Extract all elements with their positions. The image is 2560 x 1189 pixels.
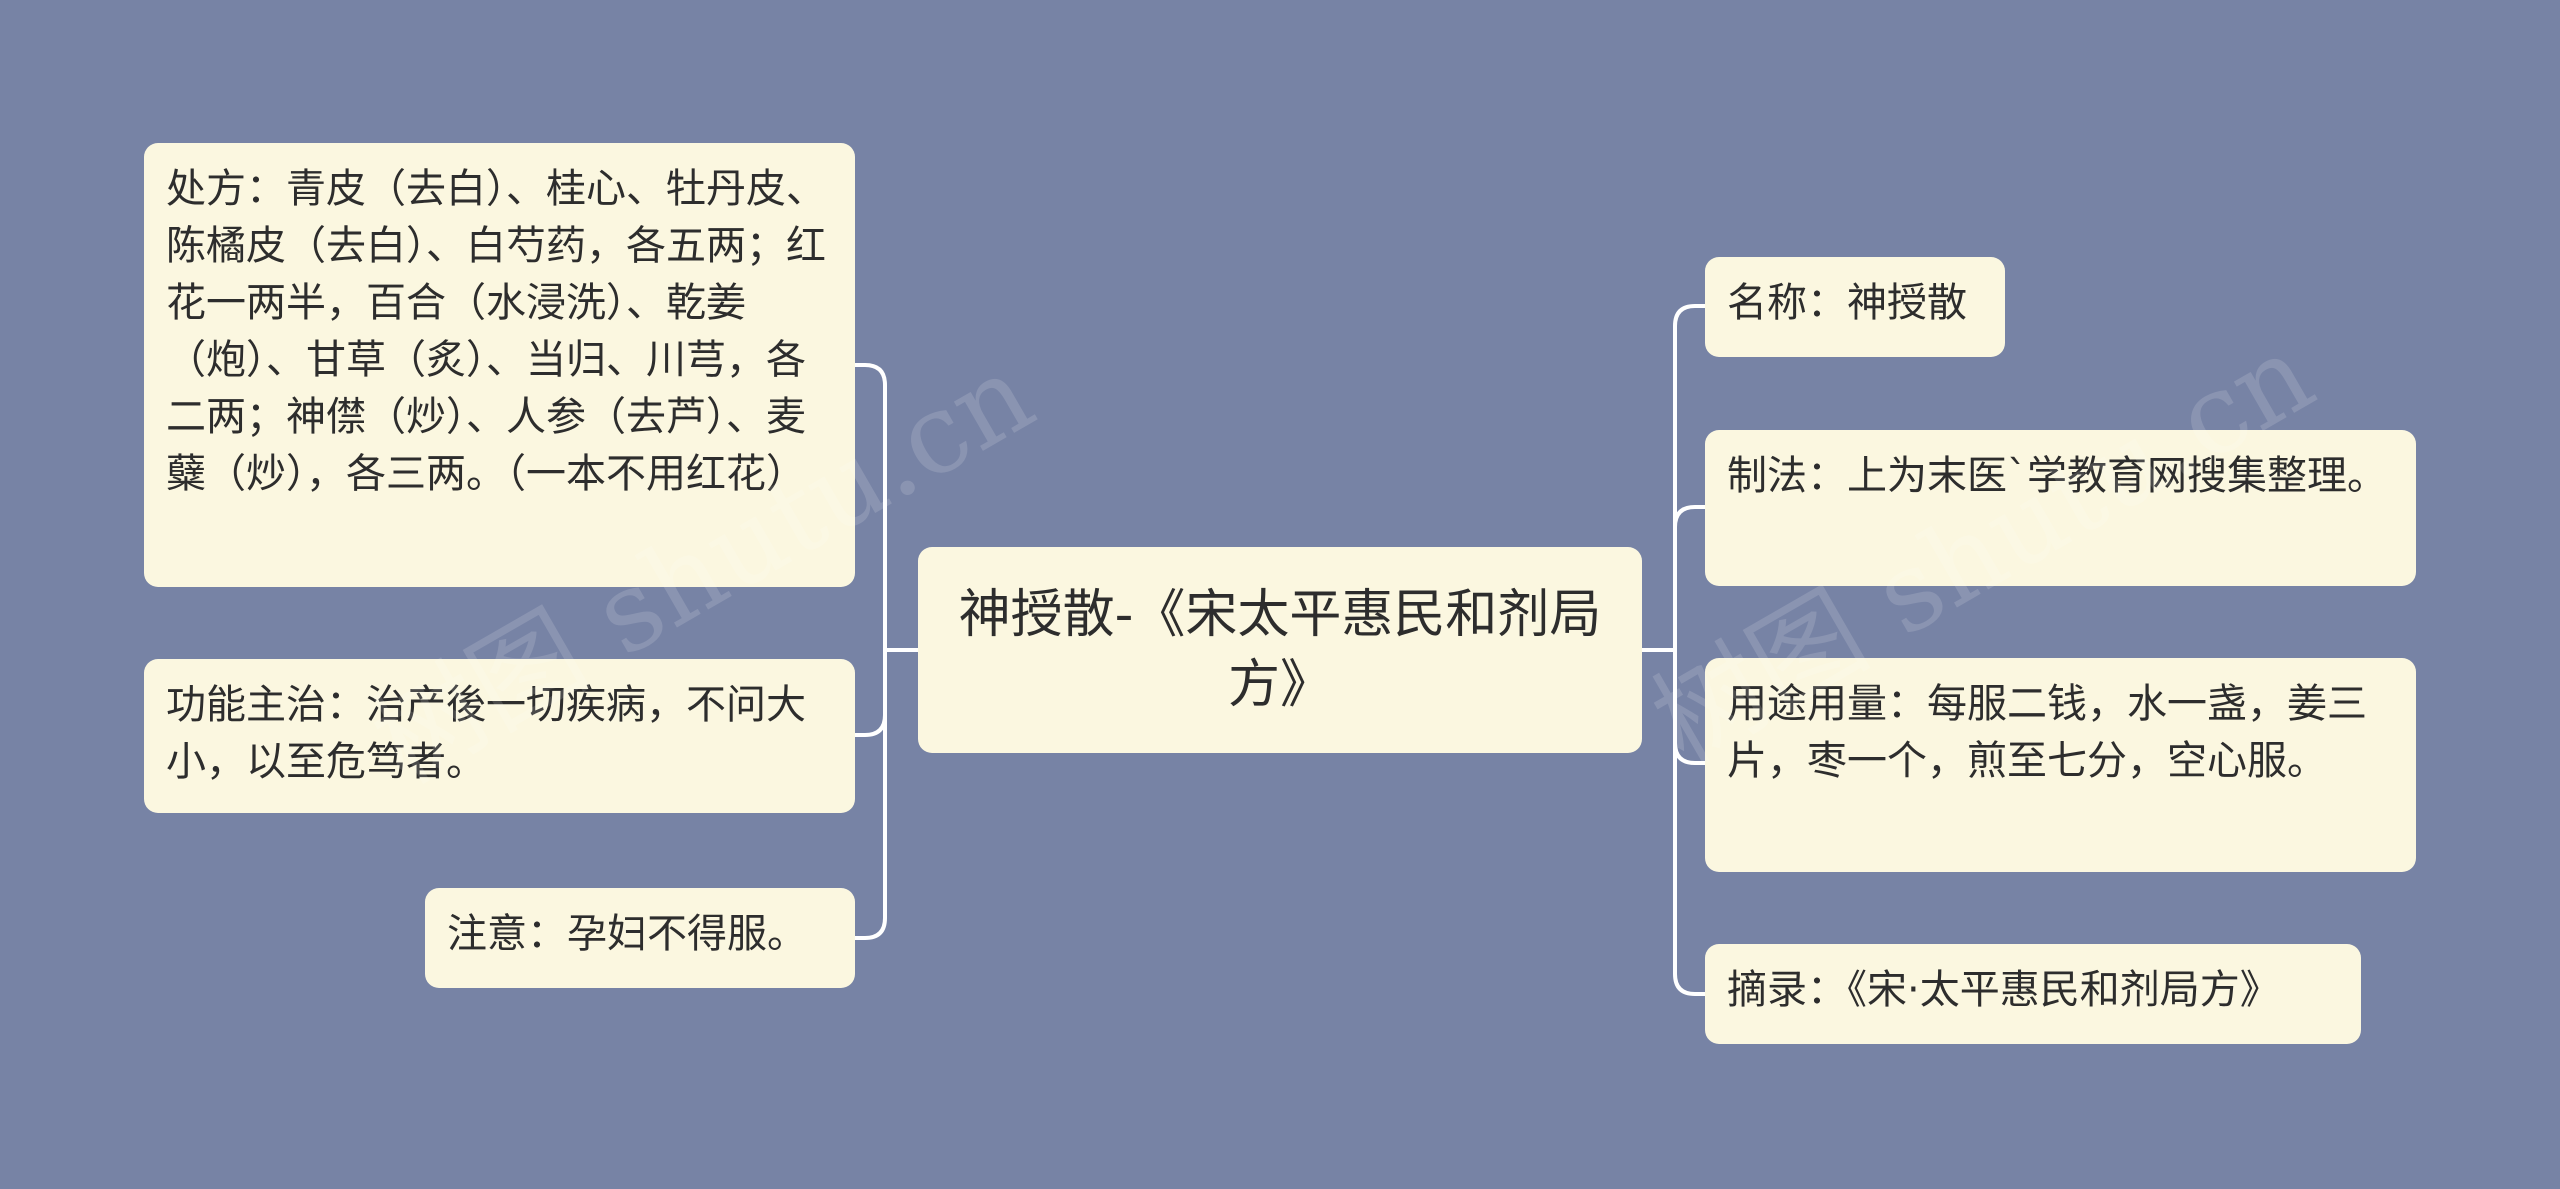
connector-right-2 xyxy=(1673,505,1707,652)
node-caution[interactable]: 注意：孕妇不得服。 xyxy=(425,888,855,988)
connector-right-1 xyxy=(1673,304,1707,652)
node-usage-dosage[interactable]: 用途用量：每服二钱，水一盏，姜三片，枣一个，煎至七分，空心服。 xyxy=(1705,658,2416,872)
central-topic[interactable]: 神授散-《宋太平惠民和剂局方》 xyxy=(918,547,1642,753)
connector-right-4 xyxy=(1673,741,1707,996)
node-usage-dosage-text: 用途用量：每服二钱，水一盏，姜三片，枣一个，煎至七分，空心服。 xyxy=(1727,681,2367,784)
node-indications-text: 功能主治：治产後一切疾病，不问大小，以至危笃者。 xyxy=(166,682,806,785)
node-preparation-text: 制法：上为末医`学教育网搜集整理。 xyxy=(1727,453,2387,499)
node-caution-text: 注意：孕妇不得服。 xyxy=(447,911,807,957)
central-topic-text: 神授散-《宋太平惠民和剂局方》 xyxy=(958,585,1602,715)
connector-left-1 xyxy=(853,363,887,652)
node-preparation[interactable]: 制法：上为末医`学教育网搜集整理。 xyxy=(1705,430,2416,586)
connector-left-3 xyxy=(853,713,887,940)
node-name[interactable]: 名称：神授散 xyxy=(1705,257,2005,357)
node-source[interactable]: 摘录：《宋·太平惠民和剂局方》 xyxy=(1705,944,2361,1044)
node-prescription-text: 处方：青皮（去白）、桂心、牡丹皮、陈橘皮（去白）、白芍药，各五两；红花一两半，百… xyxy=(166,166,826,497)
node-name-text: 名称：神授散 xyxy=(1727,280,1967,326)
node-indications[interactable]: 功能主治：治产後一切疾病，不问大小，以至危笃者。 xyxy=(144,659,855,813)
connector-left-2 xyxy=(853,648,887,737)
node-prescription[interactable]: 处方：青皮（去白）、桂心、牡丹皮、陈橘皮（去白）、白芍药，各五两；红花一两半，百… xyxy=(144,143,855,587)
connector-right-3 xyxy=(1673,648,1707,765)
node-source-text: 摘录：《宋·太平惠民和剂局方》 xyxy=(1727,967,2280,1013)
